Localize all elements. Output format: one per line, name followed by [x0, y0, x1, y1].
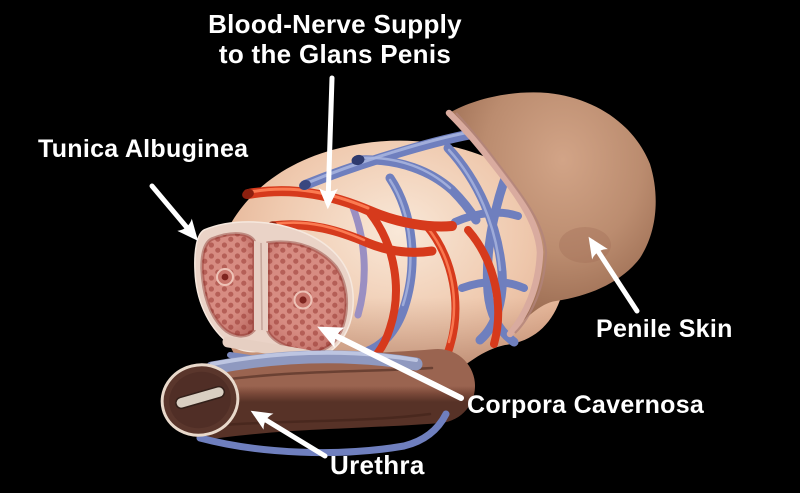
diagram-title-line2: to the Glans Penis — [218, 39, 452, 70]
label-corpora-cavernosa: Corpora Cavernosa — [467, 391, 705, 419]
title-arrow — [319, 75, 338, 210]
cross-section-face — [194, 221, 354, 362]
cavernosal-artery-left — [216, 268, 234, 286]
label-tunica-albuginea: Tunica Albuginea — [38, 135, 249, 163]
diagram-title-line1: Blood-Nerve Supply — [208, 9, 462, 39]
label-penile-skin: Penile Skin — [596, 315, 733, 343]
leader-arrows — [149, 75, 640, 459]
median-septum — [254, 241, 268, 331]
urethra-corpus-spongiosum — [160, 349, 475, 457]
cavernosal-artery-right — [293, 290, 313, 310]
corpora-cavernosa-arrow — [317, 326, 464, 401]
skin-cut-edge — [445, 109, 544, 338]
urethral-vein-bottom — [196, 410, 450, 457]
label-urethra: Urethra — [330, 450, 425, 480]
urethra-arrow — [250, 410, 328, 459]
urethra-lumen — [175, 385, 226, 410]
urethra-cut-face — [160, 363, 240, 437]
tunica-albuginea-arrow — [149, 183, 199, 241]
urethra-tube — [171, 349, 475, 439]
penile-skin-arrow — [588, 236, 640, 314]
diagram-title: Blood-Nerve Supply to the Glans Penis — [175, 9, 495, 69]
